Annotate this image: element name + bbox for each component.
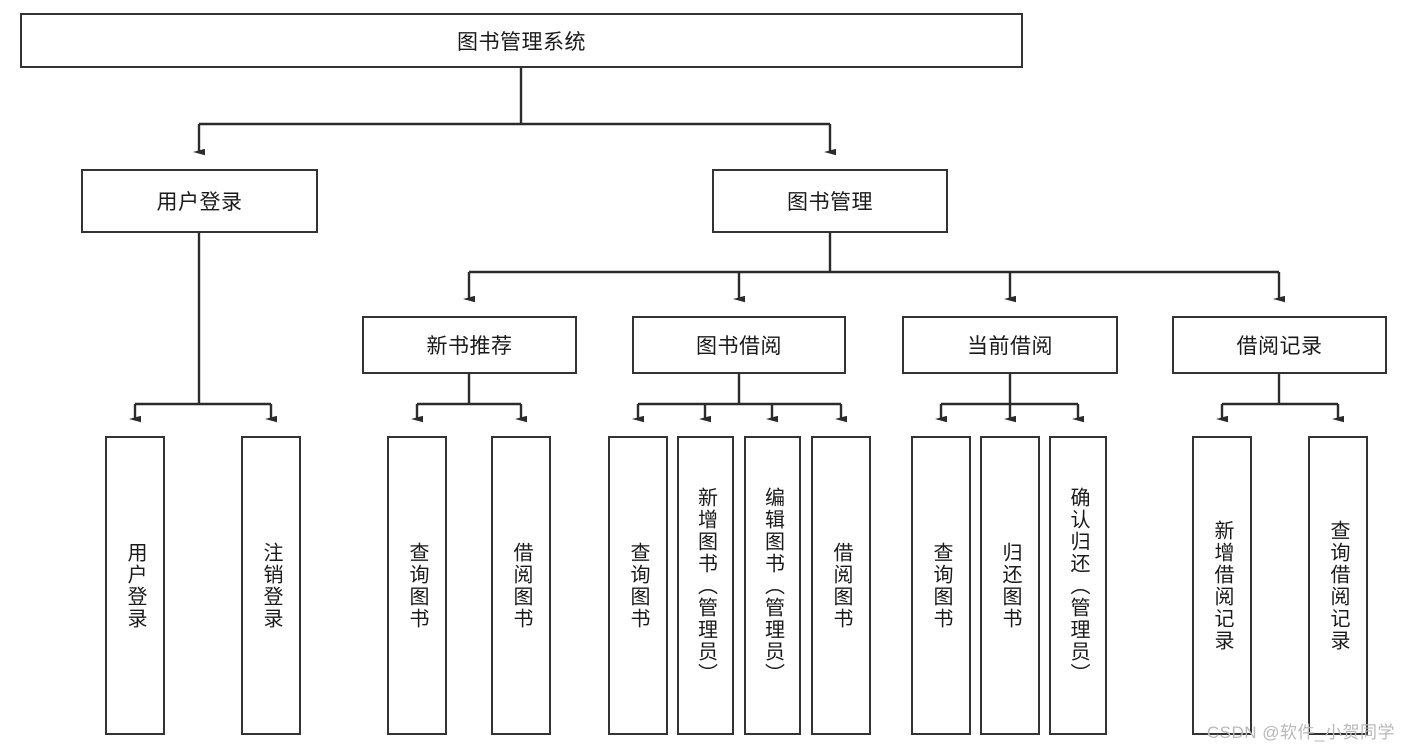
node-leaf-borrow-book-2-label: 借阅图书 (830, 541, 852, 630)
node-leaf-query-book-3[interactable]: 查询图书 (911, 436, 971, 735)
node-borrow-record[interactable]: 借阅记录 (1172, 316, 1387, 374)
node-leaf-add-record-label: 新增借阅记录 (1211, 519, 1233, 652)
node-root-label: 图书管理系统 (457, 30, 586, 54)
node-current-borrow[interactable]: 当前借阅 (902, 316, 1118, 374)
node-new-book-recommend-label: 新书推荐 (426, 335, 513, 358)
node-leaf-user-logout-label: 注销登录 (260, 541, 282, 630)
node-user-login-label: 用户登录 (156, 191, 243, 214)
node-leaf-add-book-label: 新增图书（管理员） (694, 486, 717, 685)
node-leaf-return-book[interactable]: 归还图书 (980, 436, 1040, 735)
node-leaf-add-record[interactable]: 新增借阅记录 (1192, 436, 1252, 735)
node-user-login[interactable]: 用户登录 (81, 169, 318, 233)
node-leaf-query-book-2-label: 查询图书 (627, 541, 649, 630)
node-current-borrow-label: 当前借阅 (967, 335, 1053, 358)
node-new-book-recommend[interactable]: 新书推荐 (362, 316, 577, 374)
node-leaf-user-login-label: 用户登录 (124, 541, 146, 630)
node-leaf-borrow-book-1[interactable]: 借阅图书 (491, 436, 551, 735)
node-borrow-record-label: 借阅记录 (1236, 335, 1323, 358)
node-leaf-add-book[interactable]: 新增图书（管理员） (677, 436, 734, 735)
node-leaf-query-record-label: 查询借阅记录 (1327, 519, 1349, 652)
node-leaf-borrow-book-2[interactable]: 借阅图书 (811, 436, 871, 735)
node-leaf-edit-book-label: 编辑图书（管理员） (761, 486, 784, 685)
node-leaf-query-book-1[interactable]: 查询图书 (387, 436, 447, 735)
node-leaf-user-login[interactable]: 用户登录 (105, 436, 165, 735)
node-leaf-query-book-3-label: 查询图书 (930, 541, 952, 630)
node-book-borrow[interactable]: 图书借阅 (632, 316, 846, 374)
csdn-watermark: CSDN @软件_小贺同学 (1206, 723, 1395, 742)
node-leaf-query-book-1-label: 查询图书 (406, 541, 428, 630)
node-leaf-borrow-book-1-label: 借阅图书 (510, 541, 532, 630)
node-leaf-query-record[interactable]: 查询借阅记录 (1308, 436, 1368, 735)
node-root[interactable]: 图书管理系统 (20, 13, 1023, 68)
node-leaf-query-book-2[interactable]: 查询图书 (608, 436, 668, 735)
node-leaf-user-logout[interactable]: 注销登录 (241, 436, 301, 735)
node-leaf-return-book-label: 归还图书 (999, 541, 1021, 630)
node-leaf-edit-book[interactable]: 编辑图书（管理员） (744, 436, 801, 735)
node-book-management-label: 图书管理 (787, 191, 873, 214)
node-leaf-confirm-return-label: 确认归还（管理员） (1067, 486, 1089, 685)
node-book-borrow-label: 图书借阅 (696, 335, 782, 358)
node-leaf-confirm-return[interactable]: 确认归还（管理员） (1049, 436, 1107, 735)
node-book-management[interactable]: 图书管理 (712, 169, 948, 233)
